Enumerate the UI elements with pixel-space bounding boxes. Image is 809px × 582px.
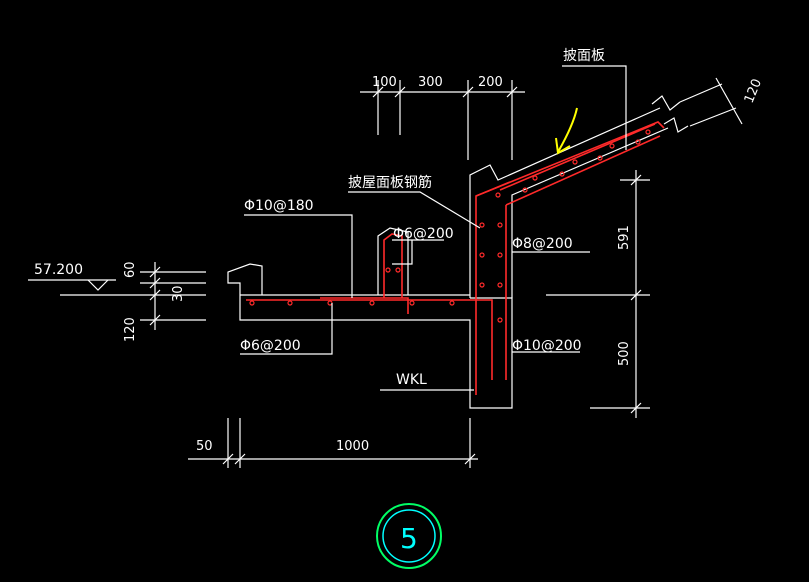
text-labels: 披面板 披屋面板钢筋 Φ10@180 Φ6@200 Φ8@200 Φ6@200 … [34,48,765,555]
dim-top-300: 300 [418,75,443,90]
rebar-dots [249,129,651,323]
dim-bottom-1000: 1000 [336,439,369,454]
dim-top-200: 200 [478,75,503,90]
dim-left-120: 120 [123,317,138,342]
label-rebar-phi6-200-top: Φ6@200 [393,226,454,242]
section-number: 5 [400,522,418,555]
dimension-lines [28,65,743,468]
label-rebar-phi10-180: Φ10@180 [244,198,314,214]
dim-right-591: 591 [617,225,632,250]
dim-left-30: 30 [171,285,186,302]
label-beam: WKL [396,372,427,388]
label-slope-board: 披面板 [563,48,605,64]
concrete-outline [227,95,689,409]
dim-bottom-50: 50 [196,439,213,454]
dim-slab-120: 120 [742,77,765,106]
dim-right-500: 500 [617,341,632,366]
rebar-lines [246,121,665,395]
label-slope-roof-rebar: 披屋面板钢筋 [348,174,432,191]
label-rebar-phi6-200-bottom: Φ6@200 [240,338,301,354]
annotation-arrow-icon [555,107,578,155]
label-rebar-phi10-200: Φ10@200 [512,338,582,354]
section-mark [376,503,442,569]
label-rebar-phi8-200: Φ8@200 [512,236,573,252]
label-elevation: 57.200 [34,262,83,278]
dim-top-100: 100 [372,75,397,90]
dim-left-60: 60 [123,261,138,278]
